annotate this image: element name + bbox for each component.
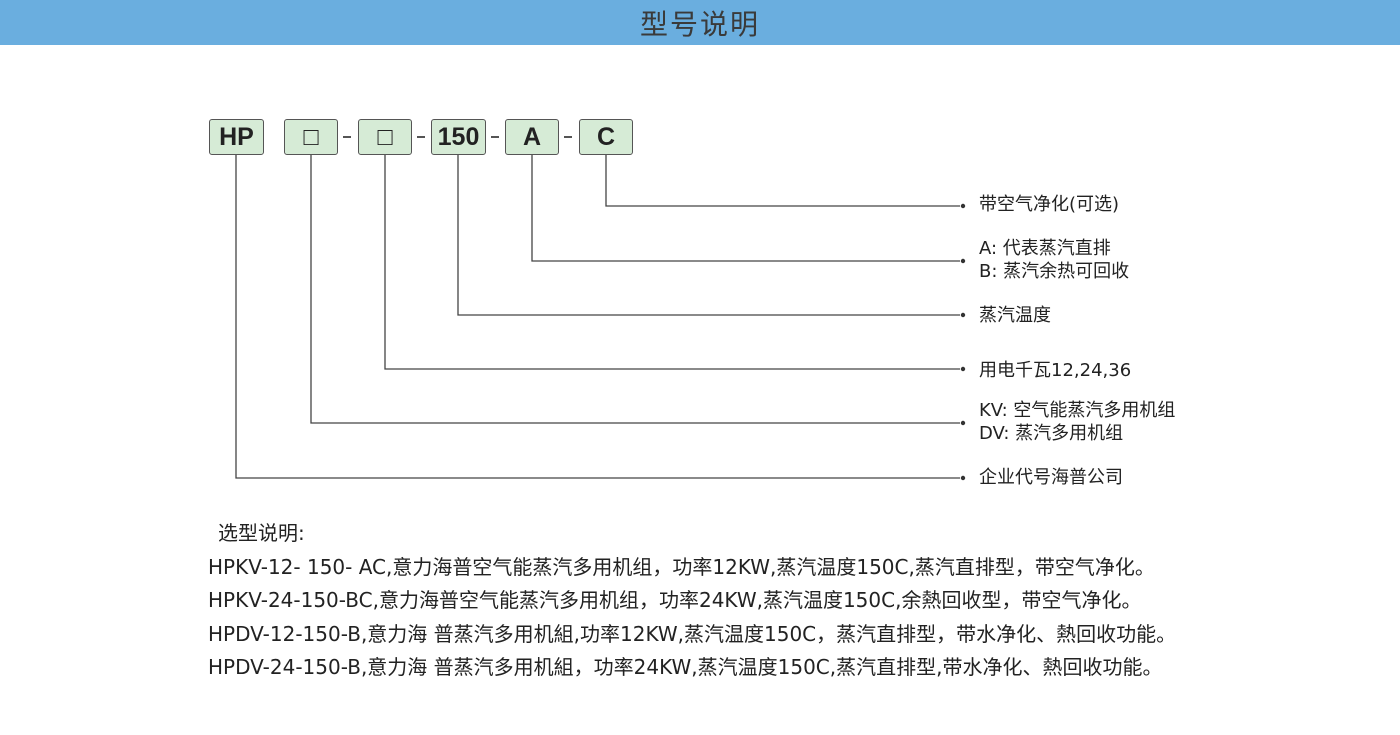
legend-line: DV: 蒸汽多用机组 (979, 423, 1124, 444)
legend-line: 企业代号海普公司 (979, 467, 1123, 488)
code-dash (417, 136, 425, 138)
legend-line: KV: 空气能蒸汽多用机组 (979, 400, 1176, 421)
code-dash (343, 136, 351, 138)
legend-company: 企业代号海普公司 (979, 466, 1123, 489)
legend-line: B: 蒸汽余热可回收 (979, 261, 1130, 282)
code-segment-temperature: 150 (431, 119, 486, 155)
code-segment-type: □ (284, 119, 338, 155)
connector-steam-mode (531, 155, 960, 262)
page-title: 型号说明 (639, 7, 760, 41)
code-dash (491, 136, 499, 138)
connector-dot (960, 258, 966, 264)
code-segment-company: HP (209, 119, 264, 155)
selection-notes: 选型说明: HPKV-12- 150- AC,意力海普空气能蒸汽多用机组，功率1… (208, 517, 1176, 685)
code-segment-power: □ (358, 119, 412, 155)
connector-dot (960, 475, 966, 481)
code-segment-steam-mode: A (505, 119, 559, 155)
connector-dot (960, 420, 966, 426)
connector-dot (960, 366, 966, 372)
legend-power: 用电千瓦12,24,36 (979, 359, 1131, 382)
connector-purification (605, 155, 960, 207)
notes-line: HPKV-24-150-BC,意力海普空气能蒸汽多用机组，功率24KW,蒸汽温度… (208, 588, 1142, 612)
notes-line: HPDV-12-150-B,意力海 普蒸汽多用机組,功率12KW,蒸汽温度150… (208, 621, 1177, 646)
legend-purification: 带空气净化(可选) (979, 193, 1119, 216)
connector-power (384, 155, 960, 370)
code-segment-purification: C (579, 119, 633, 155)
connector-company (235, 155, 960, 479)
legend-line: 用电千瓦12,24,36 (979, 360, 1132, 381)
connector-type (310, 155, 960, 424)
legend-type: KV: 空气能蒸汽多用机组 DV: 蒸汽多用机组 (979, 399, 1175, 445)
notes-line: HPDV-24-150-B,意力海 普蒸汽多用机組，功率24KW,蒸汽温度150… (208, 655, 1163, 679)
legend-temperature: 蒸汽温度 (979, 304, 1051, 327)
legend-line: A: 代表蒸汽直排 (979, 238, 1111, 259)
connector-dot (960, 312, 966, 318)
legend-line: 蒸汽温度 (979, 305, 1051, 326)
notes-heading: 选型说明: (218, 521, 305, 545)
notes-line: HPKV-12- 150- AC,意力海普空气能蒸汽多用机组，功率12KW,蒸汽… (208, 554, 1155, 579)
connector-temperature (457, 155, 960, 316)
legend-steam-mode: A: 代表蒸汽直排 B: 蒸汽余热可回收 (979, 237, 1129, 283)
code-dash (564, 136, 572, 138)
connector-dot (960, 203, 966, 209)
legend-line: 带空气净化(可选) (979, 194, 1120, 215)
header-bar: 型号说明 (0, 0, 1400, 45)
